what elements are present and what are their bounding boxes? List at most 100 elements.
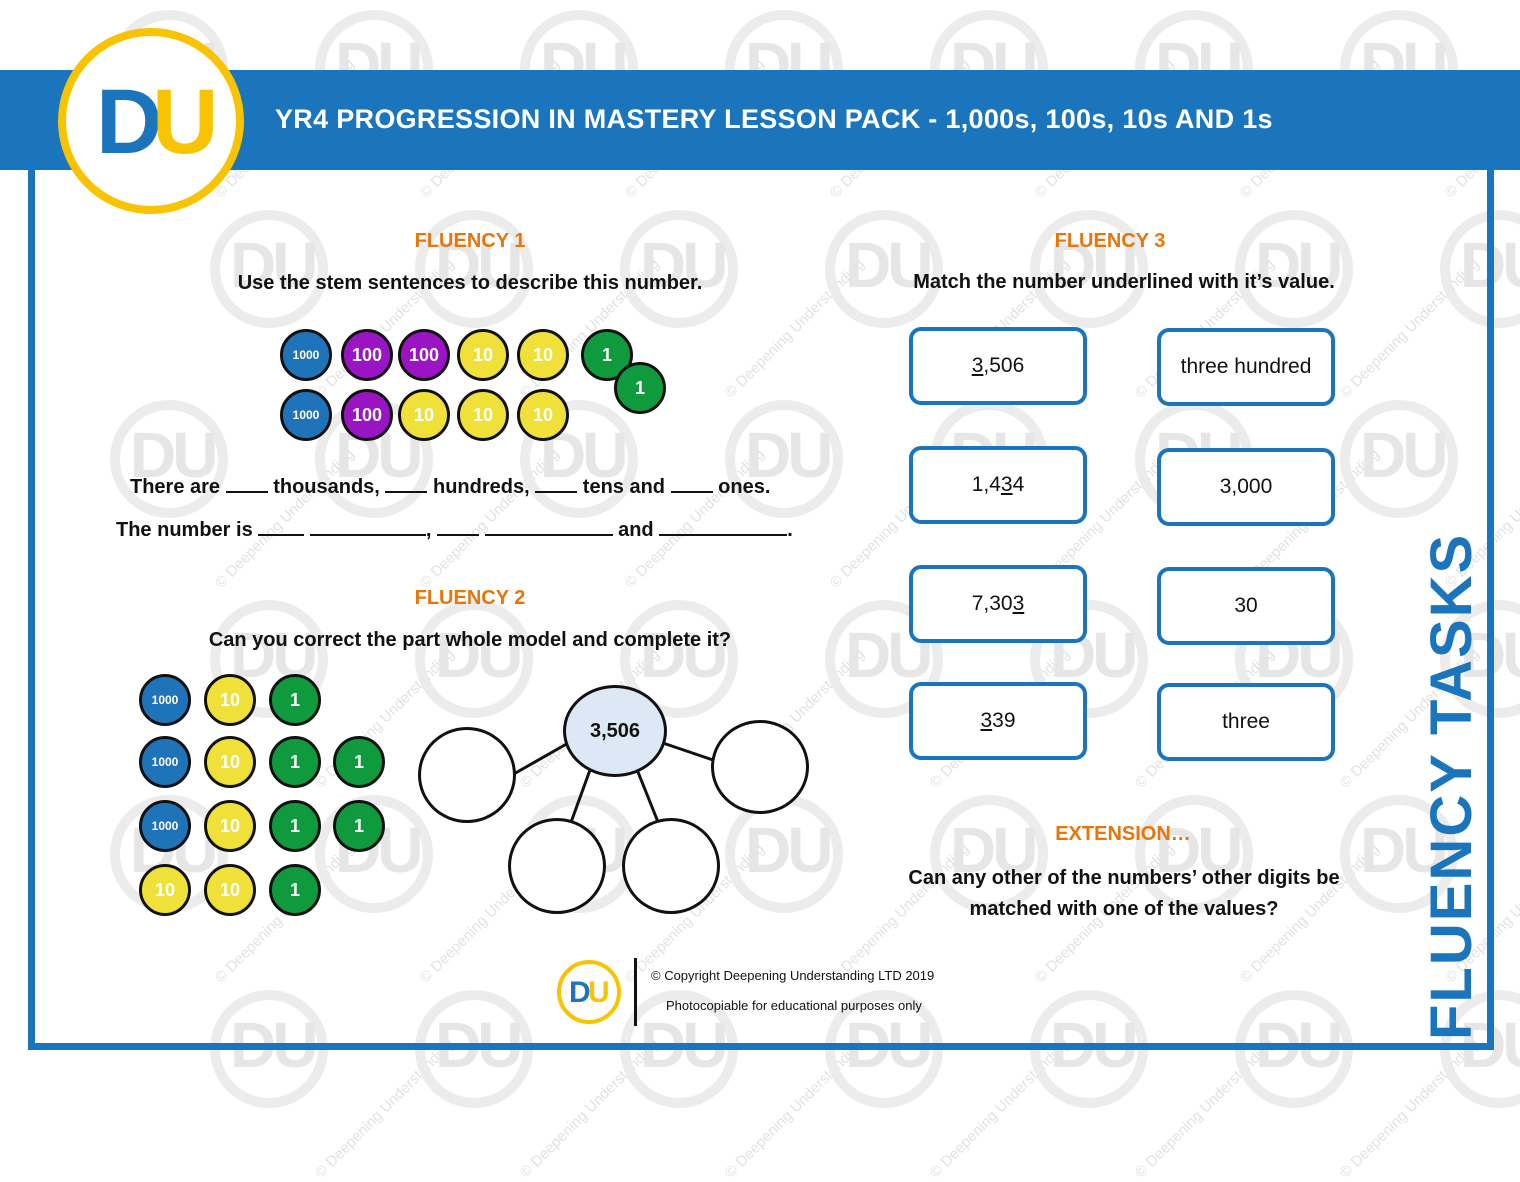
logo-letter-d: D xyxy=(96,71,163,173)
place-value-counter-100: 100 xyxy=(341,389,393,441)
part-whole-whole: 3,506 xyxy=(563,685,667,777)
stem1-text-a: There are xyxy=(130,476,221,498)
fluency1-heading: FLUENCY 1 xyxy=(414,230,526,252)
place-value-counter-10: 10 xyxy=(204,800,256,852)
part-whole-part-bottom-right[interactable] xyxy=(622,818,720,914)
watermark-ring xyxy=(210,600,328,718)
watermark-mark: DU xyxy=(950,814,1038,886)
watermark-ring xyxy=(1235,210,1353,328)
footer-divider xyxy=(634,958,637,1026)
logo-letter-u: U xyxy=(152,71,219,173)
blank-ones[interactable] xyxy=(670,473,713,493)
place-value-counter-10: 10 xyxy=(457,329,509,381)
number-card[interactable]: 3,506 xyxy=(909,327,1087,405)
watermark-mark: DU xyxy=(640,619,728,691)
brand-logo: D U xyxy=(58,28,244,214)
watermark-ring xyxy=(1030,600,1148,718)
watermark-mark: DU xyxy=(1360,419,1448,491)
underlined-digit: 3 xyxy=(1012,592,1025,615)
blank-word-1[interactable] xyxy=(309,516,426,536)
place-value-counter-1: 1 xyxy=(333,800,385,852)
place-value-counter-1: 1 xyxy=(269,736,321,788)
watermark-ring xyxy=(1440,600,1520,718)
stem2-period: . xyxy=(787,519,793,541)
fluency1-instruction: Use the stem sentences to describe this … xyxy=(237,272,703,294)
page-title: YR4 PROGRESSION IN MASTERY LESSON PACK -… xyxy=(275,104,1273,134)
part-whole-part-bottom-left[interactable] xyxy=(508,818,606,914)
place-value-counter-10: 10 xyxy=(204,674,256,726)
value-card[interactable]: 3,000 xyxy=(1157,448,1335,526)
part-whole-connectors xyxy=(511,740,714,826)
blank-word-3[interactable] xyxy=(659,516,788,536)
underlined-digit: 3 xyxy=(1000,473,1013,496)
blank-number-1[interactable] xyxy=(258,516,305,536)
fluency2-instruction: Can you correct the part whole model and… xyxy=(208,629,732,651)
fluency-tasks-side-label: FLUENCY TASKS xyxy=(1419,532,1484,1040)
stem1-text-b: thousands, xyxy=(273,476,380,498)
place-value-counter-10: 10 xyxy=(204,736,256,788)
watermark-mark: DU xyxy=(230,229,318,301)
extension-line-1: Can any other of the numbers’ other digi… xyxy=(908,867,1340,889)
watermark-ring xyxy=(825,600,943,718)
watermark-ring xyxy=(1135,795,1253,913)
watermark-ring xyxy=(110,400,228,518)
stem2-comma: , xyxy=(425,519,432,541)
watermark-mark: DU xyxy=(130,419,218,491)
place-value-counter-10: 10 xyxy=(139,864,191,916)
watermark-ring xyxy=(725,400,843,518)
footer-logo: D U xyxy=(557,960,621,1024)
place-value-counter-10: 10 xyxy=(517,329,569,381)
watermark-mark: DU xyxy=(845,229,933,301)
stem1-text-e: ones. xyxy=(718,476,771,498)
watermark-mark: DU xyxy=(435,229,523,301)
watermark-ring xyxy=(930,795,1048,913)
value-card[interactable]: 30 xyxy=(1157,567,1335,645)
place-value-counter-1000: 1000 xyxy=(280,329,332,381)
extension-question: Can any other of the numbers’ other digi… xyxy=(844,863,1404,925)
footer-logo-d: D xyxy=(569,976,591,1009)
place-value-counter-10: 10 xyxy=(398,389,450,441)
watermark-mark: DU xyxy=(745,814,833,886)
value-card[interactable]: three xyxy=(1157,683,1335,761)
place-value-counter-1: 1 xyxy=(269,674,321,726)
place-value-counter-1: 1 xyxy=(333,736,385,788)
blank-thousands[interactable] xyxy=(225,473,268,493)
place-value-counter-10: 10 xyxy=(204,864,256,916)
place-value-counter-10: 10 xyxy=(517,389,569,441)
number-text: 4 xyxy=(1012,473,1025,496)
blank-hundreds[interactable] xyxy=(385,473,428,493)
place-value-counter-1000: 1000 xyxy=(139,674,191,726)
watermark-mark: DU xyxy=(745,419,833,491)
place-value-counter-100: 100 xyxy=(398,329,450,381)
watermark-mark: DU xyxy=(1360,814,1448,886)
watermark-ring xyxy=(520,400,638,518)
place-value-counter-1: 1 xyxy=(269,864,321,916)
stem2-and: and xyxy=(618,519,654,541)
watermark-ring xyxy=(415,210,533,328)
blank-number-2[interactable] xyxy=(436,516,479,536)
stem-sentence-2: The number is , and . xyxy=(116,516,793,542)
watermark-mark: DU xyxy=(1050,229,1138,301)
value-card[interactable]: three hundred xyxy=(1157,328,1335,406)
stem-sentence-1: There are thousands, hundreds, tens and … xyxy=(130,473,770,499)
place-value-counter-1: 1 xyxy=(581,329,633,381)
watermark-ring xyxy=(315,795,433,913)
blank-word-2[interactable] xyxy=(484,516,613,536)
fluency3-heading: FLUENCY 3 xyxy=(1054,230,1166,252)
extension-line-2: matched with one of the values? xyxy=(969,898,1279,920)
stem1-text-c: hundreds, xyxy=(432,476,530,498)
stem1-text-d: tens and xyxy=(582,476,666,498)
watermark-ring xyxy=(1440,210,1520,328)
number-text: 1,4 xyxy=(971,473,1001,496)
stem2-text-a: The number is xyxy=(116,519,253,541)
underlined-digit: 3 xyxy=(980,709,993,732)
part-whole-part-left[interactable] xyxy=(418,727,516,823)
number-text: ,506 xyxy=(983,354,1025,377)
underlined-digit: 3 xyxy=(971,354,984,377)
place-value-counter-1000: 1000 xyxy=(139,800,191,852)
part-whole-part-right[interactable] xyxy=(711,720,809,814)
blank-tens[interactable] xyxy=(535,473,578,493)
